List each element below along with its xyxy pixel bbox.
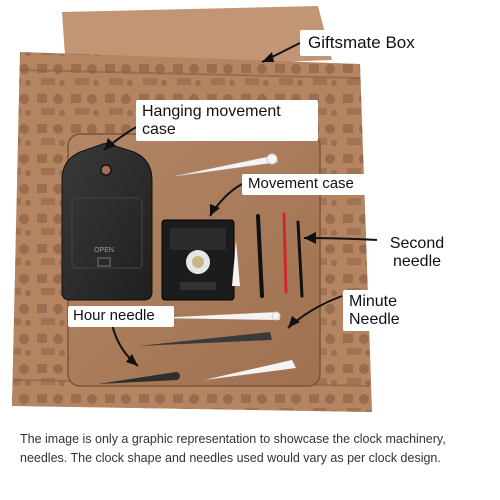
white-hands bbox=[154, 153, 296, 380]
label-hour-needle: Hour needle bbox=[68, 306, 174, 327]
label-movement-case: Movement case bbox=[242, 174, 374, 195]
label-giftsmate-box: Giftsmate Box bbox=[300, 30, 460, 56]
label-minute-needle: Minute Needle bbox=[343, 290, 415, 332]
clock-movement bbox=[161, 219, 235, 301]
caption-line-1: The image is only a graphic representati… bbox=[20, 432, 446, 446]
caption-line-2: needles. The clock shape and needles use… bbox=[20, 451, 441, 466]
disclaimer-caption: The image is only a graphic representati… bbox=[20, 430, 490, 469]
product-photo: OPEN bbox=[12, 6, 460, 412]
open-label: OPEN bbox=[94, 247, 114, 254]
hanging-movement-case: OPEN bbox=[61, 143, 153, 301]
label-second-needle: Second needle bbox=[377, 232, 457, 274]
black-hour-minute-hands bbox=[256, 214, 304, 298]
clock-kit-scene: OPEN bbox=[12, 6, 379, 412]
label-hanging-movement-case: Hanging movement case bbox=[136, 100, 318, 142]
annotation-arrows bbox=[103, 42, 379, 367]
second-needle bbox=[282, 212, 288, 294]
dark-needles bbox=[98, 332, 272, 384]
